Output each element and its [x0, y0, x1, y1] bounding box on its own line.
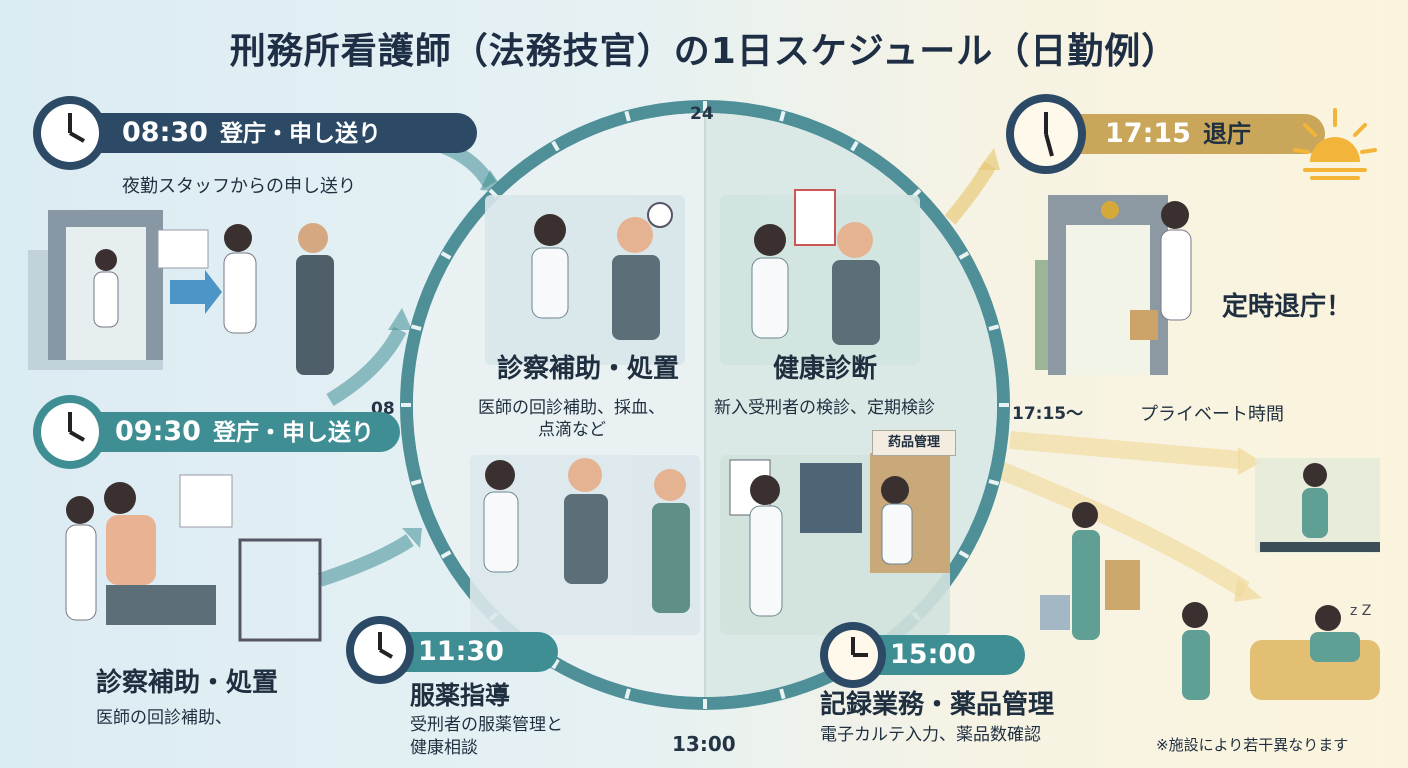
dial-tick: [850, 140, 859, 152]
handover-scene: [28, 210, 334, 375]
time-1715: 17:15: [1105, 118, 1191, 149]
sub-1500: 電子カルテ入力、薬品数確認: [820, 725, 1041, 745]
evening-scenes: z Z: [1040, 458, 1380, 700]
page-title: 刑務所看護師（法務技官）の1日スケジュール（日勤例）: [229, 31, 1179, 72]
clock-icon: [1006, 94, 1086, 174]
dial-tick: [551, 140, 560, 152]
pharmacy-sign: 药品管理: [872, 430, 956, 456]
facility-note: ※施設により若干異なります: [1156, 736, 1349, 754]
dial-right-label: 17:15〜: [1012, 404, 1084, 424]
q1-sub-2: 点滴など: [538, 420, 606, 440]
sub-1130-1: 受刑者の服薬管理と: [410, 715, 563, 735]
private-time: プライベート時間: [1140, 404, 1284, 425]
sub-0930: 医師の回診補助、: [96, 708, 232, 728]
time-badge-0930: 09:30 登庁・申し送り: [70, 412, 400, 452]
dial-tick: [988, 479, 1000, 486]
dial-tick: [410, 324, 422, 331]
time-0930: 09:30: [115, 416, 201, 447]
clock-icon: [820, 622, 886, 688]
sub-1130-2: 健康相談: [410, 738, 478, 758]
dial-tick: [624, 110, 631, 122]
q2-heading: 健康診断: [773, 354, 878, 384]
dial-top-label: 24: [690, 104, 714, 124]
gate-scene: [1035, 195, 1192, 375]
dial-tick: [551, 658, 560, 670]
heading-1130: 服薬指導: [410, 681, 511, 710]
label-0830: 登庁・申し送り: [219, 121, 381, 147]
dial-tick: [988, 324, 1000, 331]
sub-0830: 夜勤スタッフからの申し送り: [122, 176, 356, 197]
dial-tick: [410, 479, 422, 486]
dial-bottom-label: 13:00: [672, 732, 736, 756]
right-arrow-icon: [170, 270, 222, 314]
svg-text:z Z: z Z: [1350, 603, 1371, 619]
clock-icon: [33, 96, 107, 170]
clock-icon: [346, 616, 414, 684]
dial-tick: [958, 251, 970, 260]
time-badge-1715: 17:15 退庁: [1060, 114, 1325, 154]
sun-icon: [1293, 108, 1377, 180]
time-badge-0830: 08:30 登庁・申し送り: [70, 113, 477, 153]
q2-sub: 新入受刑者の検診、定期検診: [714, 398, 935, 418]
dial-tick: [958, 550, 970, 559]
tagline-1715: 定時退庁！: [1222, 292, 1353, 322]
q1-heading: 診察補助・処置: [497, 354, 680, 384]
label-0930: 登庁・申し送り: [212, 420, 374, 446]
dial-tick: [440, 251, 452, 260]
heading-0930: 診察補助・処置: [96, 668, 279, 698]
exam-scene: [65, 474, 322, 642]
time-1130: 11:30: [418, 636, 504, 667]
dial-tick: [779, 688, 786, 700]
heading-1500: 記録業務・薬品管理: [820, 690, 1055, 720]
q1-sub-1: 医師の回診補助、採血、: [478, 398, 665, 418]
time-0830: 08:30: [122, 117, 208, 148]
time-1500: 15:00: [890, 639, 976, 670]
dial-tick: [779, 110, 786, 122]
nurse-figures: [483, 214, 950, 617]
dial-tick: [624, 688, 631, 700]
dial-tick: [440, 550, 452, 559]
schedule-dial: [400, 100, 1010, 710]
clock-icon: [33, 395, 107, 469]
label-1715: 退庁: [1202, 120, 1251, 148]
